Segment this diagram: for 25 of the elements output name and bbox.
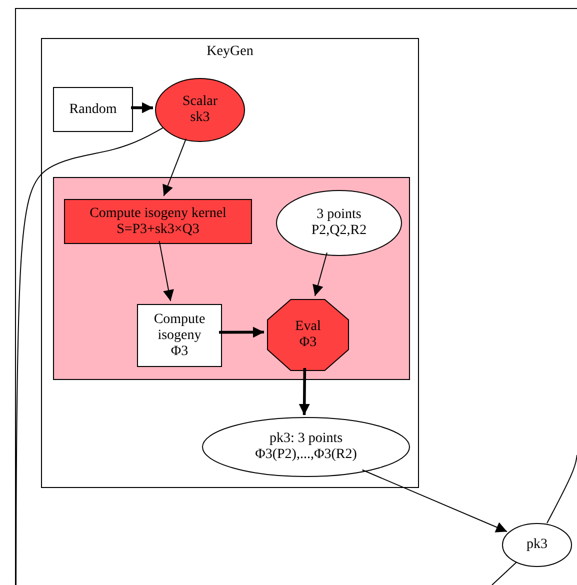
arrow [298,368,310,416]
arrow [162,138,186,196]
node-label: Eval Φ3 [294,319,322,351]
node-label: Compute isogeny Φ3 [152,312,206,360]
node-label: pk3: 3 points Φ3(P2),...,Φ3(R2) [254,431,358,463]
outer-frame [15,8,577,585]
connector-line [492,562,517,585]
group-title: KeyGen [206,44,254,60]
connector-line [546,454,577,524]
group-box [53,177,410,380]
process-box [41,38,419,488]
arrow [131,102,153,114]
process-box [137,304,222,367]
node-label: 3 points P2,Q2,R2 [310,207,368,239]
arrow [312,252,328,296]
arrow [362,469,508,532]
node-label: Random [69,102,117,118]
node-label: Compute isogeny kernel S=P3+sk3×Q3 [88,206,228,238]
node-label: pk3 [526,537,548,553]
connector-line [16,127,164,585]
process-box [64,199,252,244]
arrow [158,240,174,302]
arrow [219,326,264,338]
node-label: Scalar sk3 [182,94,218,126]
process-box [53,87,133,132]
